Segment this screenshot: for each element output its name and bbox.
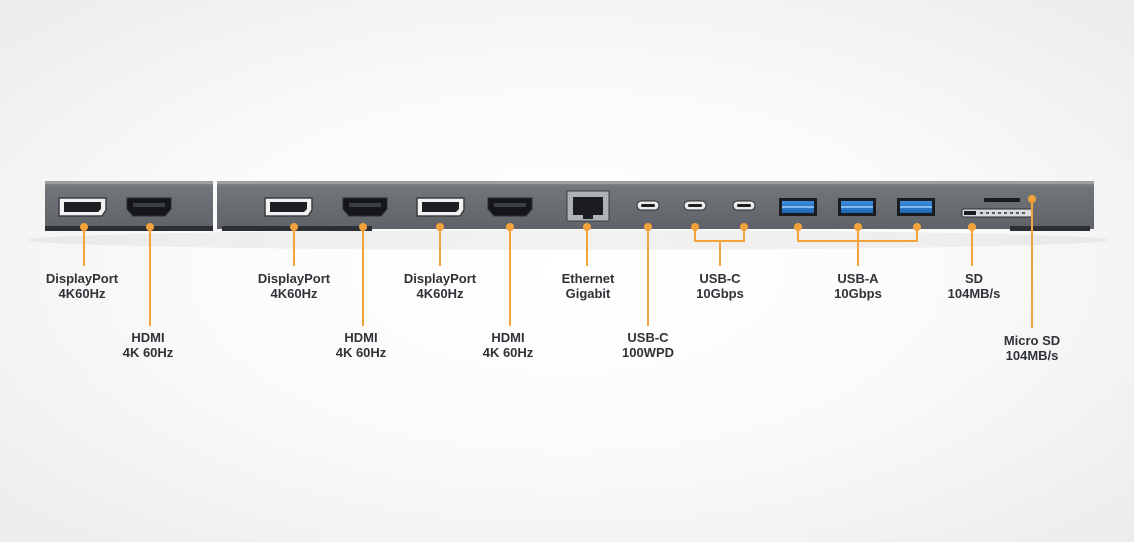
port-label-line: USB-C xyxy=(699,271,741,286)
dock-shadow xyxy=(28,230,1108,250)
ethernet-icon xyxy=(566,190,610,222)
leader-dot-dp1 xyxy=(80,223,88,231)
leader-dot-eth xyxy=(583,223,591,231)
port-label-line: DisplayPort xyxy=(403,271,477,286)
usb-c-icon xyxy=(636,200,660,211)
leader-dot-usba xyxy=(854,223,862,231)
port-label-line: 4K60Hz xyxy=(270,286,318,301)
leader-dot-usba xyxy=(913,223,921,231)
port-label-line: SD xyxy=(964,271,984,286)
port-label-line: 4K60Hz xyxy=(416,286,464,301)
leader-dot-sd xyxy=(968,223,976,231)
port-label-line: HDMI xyxy=(344,330,378,345)
port-label-line: USB-A xyxy=(837,271,879,286)
port-label-line: 100WPD xyxy=(621,345,675,360)
leader-dot-microsd xyxy=(1028,195,1036,203)
displayport-icon xyxy=(416,197,465,217)
usb-a-icon xyxy=(897,198,935,216)
hdmi-icon xyxy=(342,197,388,217)
displayport-icon xyxy=(58,197,107,217)
usb-c-icon xyxy=(732,200,756,211)
port-label-line: Gigabit xyxy=(565,286,611,301)
leader-dot-hdmi2 xyxy=(359,223,367,231)
leader-dot-usbc_pd xyxy=(644,223,652,231)
port-label-line: HDMI xyxy=(491,330,525,345)
hdmi-icon xyxy=(126,197,172,217)
displayport-icon xyxy=(264,197,313,217)
port-label-line: Micro SD xyxy=(1003,333,1061,348)
leader-dot-hdmi1 xyxy=(146,223,154,231)
usb-c-icon xyxy=(683,200,707,211)
port-label-line: 4K60Hz xyxy=(58,286,106,301)
port-label-line: 10Gbps xyxy=(696,286,744,301)
leader-dot-usbc_data xyxy=(740,223,748,231)
port-label-line: 4K 60Hz xyxy=(482,345,534,360)
micro-sd-icon xyxy=(984,198,1020,202)
port-label-line: 4K 60Hz xyxy=(122,345,174,360)
leader-dot-hdmi3 xyxy=(506,223,514,231)
port-label-line: 104MB/s xyxy=(1005,348,1059,363)
sd-card-icon xyxy=(961,208,1033,218)
port-label-line: DisplayPort xyxy=(45,271,119,286)
callout-leaders xyxy=(80,195,1036,328)
port-label-line: Ethernet xyxy=(561,271,615,286)
leader-dot-dp3 xyxy=(436,223,444,231)
port-label-line: 10Gbps xyxy=(834,286,882,301)
usb-a-icon xyxy=(838,198,876,216)
leader-dot-dp2 xyxy=(290,223,298,231)
port-label-line: 4K 60Hz xyxy=(335,345,387,360)
usb-a-icon xyxy=(779,198,817,216)
leader-dot-usbc_data xyxy=(691,223,699,231)
port-label-line: DisplayPort xyxy=(257,271,331,286)
leader-dot-usba xyxy=(794,223,802,231)
port-label-line: USB-C xyxy=(627,330,669,345)
port-label-line: HDMI xyxy=(131,330,165,345)
hdmi-icon xyxy=(487,197,533,217)
port-label-line: 104MB/s xyxy=(947,286,1001,301)
